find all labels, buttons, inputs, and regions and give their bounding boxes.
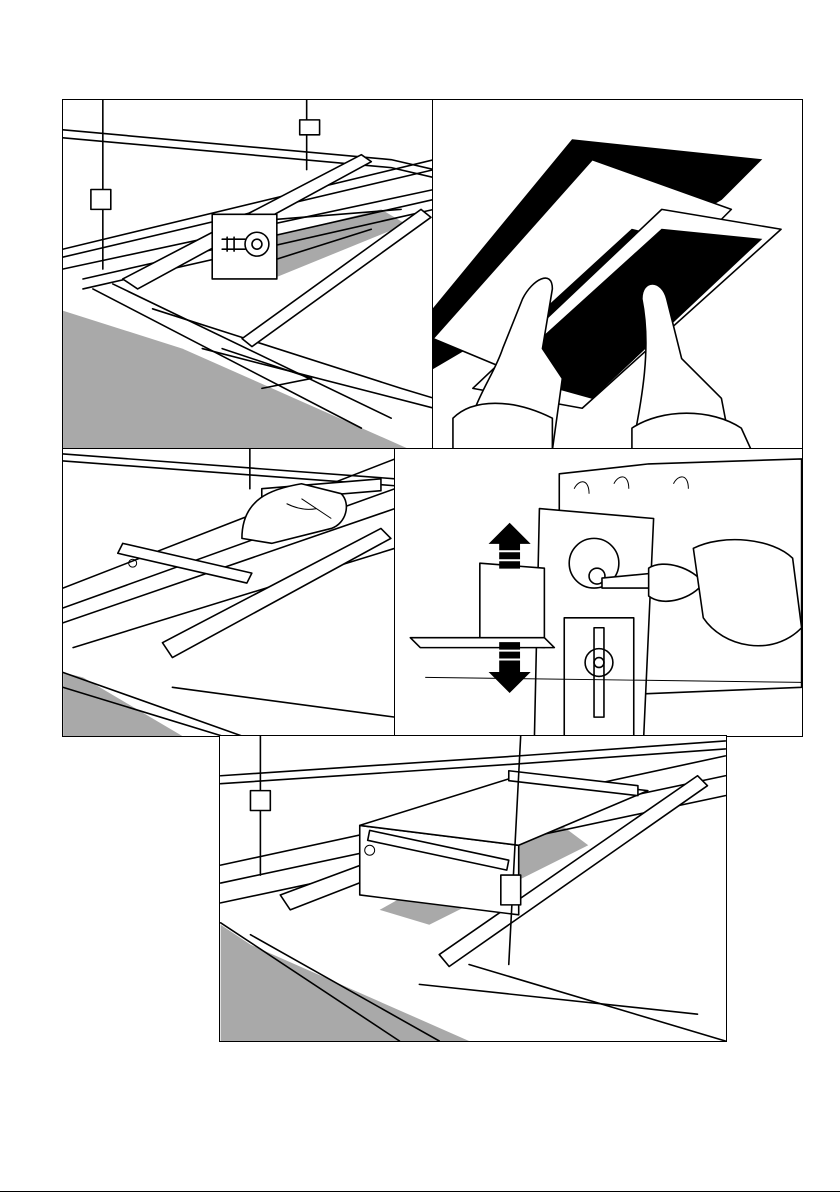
step-5-hang-assembly-panel xyxy=(219,735,727,1042)
ceiling-tile-shading xyxy=(221,925,469,1041)
mounting-rail xyxy=(162,528,390,657)
bracket xyxy=(480,563,545,647)
ceiling-rail xyxy=(63,130,434,170)
right-sleeve xyxy=(632,413,751,450)
step-2-illustration xyxy=(433,100,802,450)
step-3-fit-brackets-panel xyxy=(62,448,396,737)
step-1-illustration xyxy=(63,100,434,450)
step-3-illustration xyxy=(63,449,395,736)
up-arrow-icon xyxy=(490,523,530,568)
step-1-attach-rails-panel xyxy=(62,99,435,451)
ceiling-tile-shading xyxy=(63,311,411,450)
step-4-adjust-height-panel xyxy=(394,448,803,737)
ceiling-tile-shading xyxy=(63,672,182,736)
step-4-illustration xyxy=(395,449,802,736)
hand xyxy=(242,484,346,544)
bracket xyxy=(118,543,252,583)
step-5-illustration xyxy=(220,736,726,1041)
step-2-insert-unit-panel xyxy=(432,99,803,451)
